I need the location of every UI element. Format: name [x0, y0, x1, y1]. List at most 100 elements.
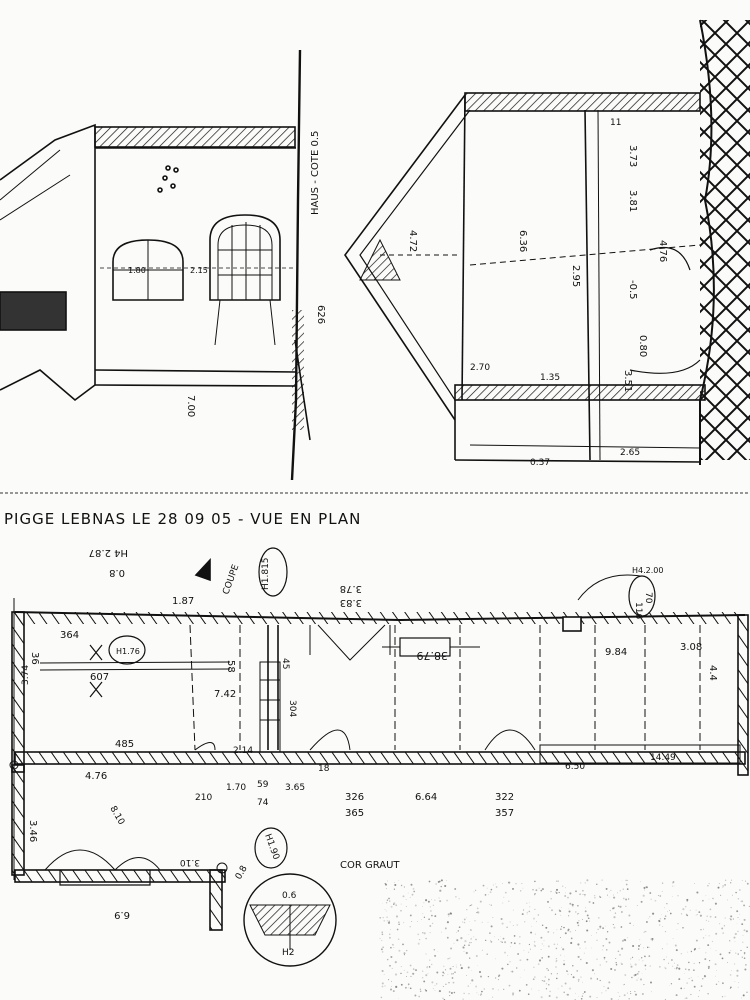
scan-speck [463, 921, 466, 924]
plan-dlab: 0.8 [234, 864, 250, 882]
scan-speck [486, 953, 488, 956]
scan-speck [598, 895, 601, 897]
scan-speck [664, 907, 665, 909]
scan-speck [425, 953, 427, 955]
scan-speck [438, 990, 441, 993]
scan-speck [684, 972, 686, 974]
scan-speck [636, 905, 638, 907]
section-label-351: 3.51 [622, 370, 633, 392]
scan-speck [463, 992, 465, 994]
scan-speck [470, 929, 472, 931]
scan-speck [479, 900, 482, 903]
scan-speck [526, 911, 529, 914]
scan-speck [501, 922, 504, 925]
scan-speck [745, 930, 748, 933]
scan-speck [736, 969, 739, 972]
scan-speck [492, 996, 494, 998]
scan-speck [545, 988, 548, 990]
scan-speck [385, 902, 388, 904]
scan-speck [702, 978, 704, 980]
plan-h-right-frac-top: 70 [643, 592, 653, 604]
scan-speck [487, 975, 490, 978]
scan-speck [603, 958, 605, 960]
plan-circle-bottom-a: 0.6 [282, 891, 297, 901]
scan-speck [670, 959, 673, 961]
scan-speck [540, 889, 543, 892]
scan-speck [549, 907, 551, 909]
scan-speck [548, 978, 550, 981]
scan-speck [608, 941, 611, 944]
scan-speck [721, 996, 724, 998]
scan-speck [449, 995, 451, 997]
scan-speck [675, 949, 678, 952]
scan-speck [621, 963, 623, 966]
scan-speck [529, 948, 531, 950]
scan-speck [703, 975, 707, 978]
scan-speck [644, 964, 647, 967]
scan-speck [594, 895, 596, 897]
scan-speck [695, 909, 697, 911]
scan-speck [641, 993, 644, 995]
scan-speck [474, 920, 476, 922]
scan-speck [429, 932, 431, 934]
scan-speck [434, 954, 437, 957]
scan-speck [537, 914, 539, 916]
scan-speck [507, 955, 509, 957]
scan-speck [736, 922, 738, 924]
scan-speck [586, 879, 589, 882]
scan-speck [560, 954, 562, 956]
scan-speck [702, 937, 705, 939]
scan-speck [510, 946, 511, 948]
scan-speck [405, 986, 407, 989]
scan-speck [528, 910, 531, 913]
scan-speck [522, 887, 524, 889]
scan-speck [638, 971, 640, 973]
scan-speck [584, 910, 587, 913]
section-label-080: 0.80 [637, 335, 648, 357]
scan-speck [705, 952, 707, 954]
scan-speck [470, 983, 471, 984]
scan-speck [712, 897, 714, 900]
scan-speck [588, 917, 590, 920]
plan-frac-a-bottom: 365 [345, 808, 364, 819]
scan-speck [617, 992, 619, 994]
scan-speck [460, 964, 462, 966]
scan-speck [469, 941, 471, 944]
scan-speck [742, 941, 744, 943]
plan-drawing [9, 547, 749, 967]
scan-speck [492, 884, 494, 886]
scan-speck [698, 996, 700, 997]
scan-speck [409, 896, 411, 898]
scan-speck [603, 956, 606, 959]
scan-speck [664, 967, 667, 970]
scan-speck [480, 993, 483, 996]
plan-d476: 4.76 [85, 771, 107, 782]
scan-speck [719, 923, 721, 925]
scan-speck [577, 978, 580, 981]
scan-speck [590, 977, 593, 980]
scan-speck [578, 996, 579, 998]
scan-speck [463, 918, 466, 921]
scan-speck [743, 952, 746, 954]
plan-d45: 45 [280, 658, 290, 669]
scan-speck [531, 988, 533, 990]
scan-speck [388, 900, 391, 902]
scan-speck [605, 960, 608, 963]
scan-speck [672, 882, 674, 884]
plan-circle-bottom-b: H2 [282, 948, 295, 958]
scan-speck [654, 899, 657, 902]
scan-speck [572, 976, 575, 979]
scan-speck [735, 952, 737, 954]
scan-speck [489, 932, 491, 934]
scan-speck [710, 947, 712, 949]
scan-speck [705, 919, 707, 921]
scan-speck [471, 904, 473, 906]
scan-speck [651, 937, 654, 941]
scan-speck [610, 967, 613, 971]
scan-speck [711, 940, 714, 943]
scan-speck [645, 921, 648, 923]
scan-speck [475, 954, 478, 958]
scan-speck [519, 959, 522, 962]
scan-speck [464, 940, 467, 943]
plan-h-right-top: H4.2.00 [632, 566, 663, 575]
